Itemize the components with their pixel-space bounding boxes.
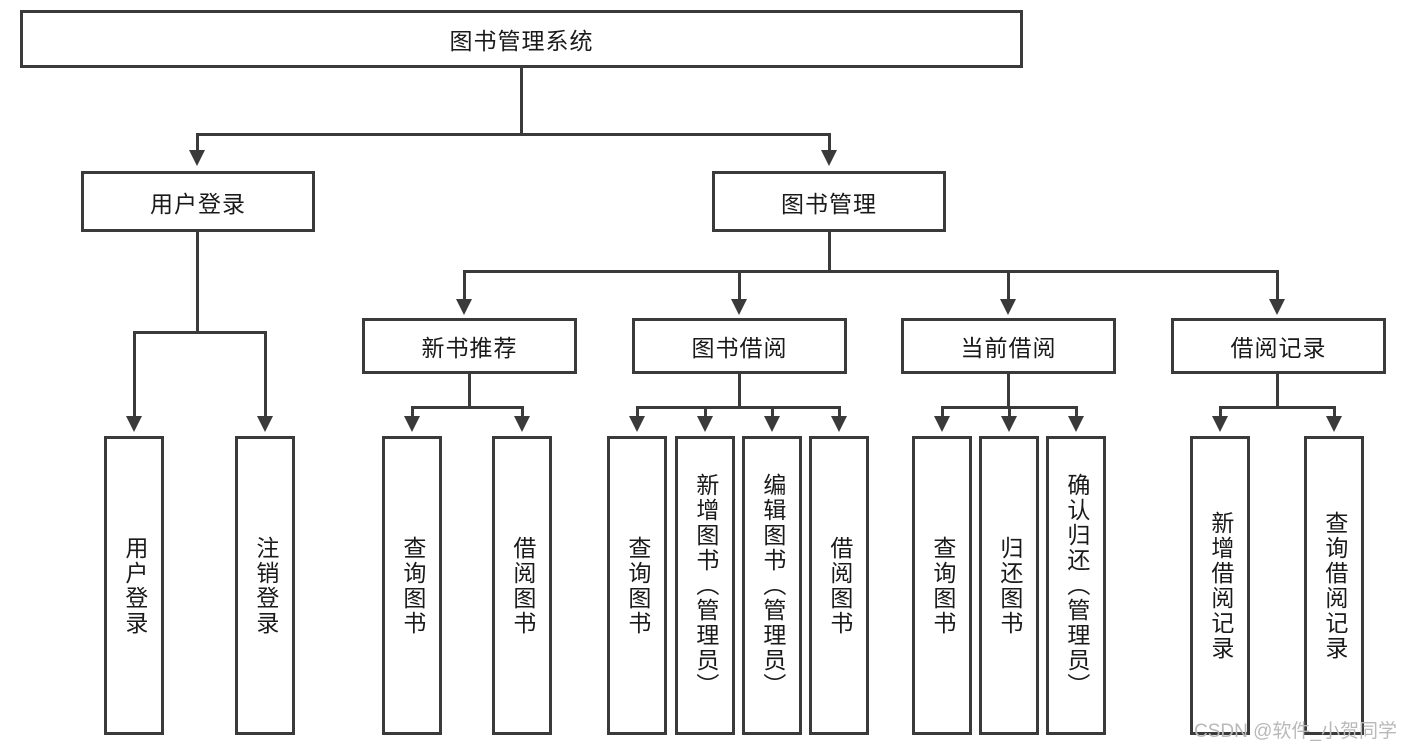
connector-borrow-record-leaf-1 bbox=[1219, 406, 1222, 419]
connector-borrow-record-bar bbox=[1219, 406, 1336, 409]
arrow-borrow-record-leaf-1 bbox=[1212, 416, 1228, 432]
connector-book-management-stem bbox=[828, 232, 831, 272]
arrow-book-borrow-leaf-4 bbox=[831, 416, 847, 432]
arrow-borrow-record-leaf-2 bbox=[1326, 416, 1342, 432]
arrow-to-book-borrow bbox=[731, 299, 747, 315]
connector-book-management-bar bbox=[463, 270, 1279, 273]
arrow-user-login-leaf-2 bbox=[257, 416, 273, 432]
leaf-book-borrow-add-book-admin[interactable]: 新增图书（管理员） bbox=[675, 436, 735, 735]
connector-current-borrow-stem bbox=[1007, 374, 1010, 408]
connector-new-book-leaf-2 bbox=[521, 406, 524, 419]
node-label: 借阅图书 bbox=[509, 535, 536, 636]
node-root-book-management-system[interactable]: 图书管理系统 bbox=[20, 10, 1023, 68]
connector-user-login-bar bbox=[133, 331, 267, 334]
connector-borrow-record-leaf-2 bbox=[1333, 406, 1336, 419]
arrow-book-borrow-leaf-1 bbox=[629, 416, 645, 432]
connector-book-borrow-leaf-2 bbox=[704, 406, 707, 419]
arrow-new-book-leaf-1 bbox=[404, 416, 420, 432]
node-label: 查询图书 bbox=[929, 535, 956, 636]
csdn-watermark: CSDN @软件_小贺同学 bbox=[1194, 721, 1397, 742]
leaf-current-borrow-query-book[interactable]: 查询图书 bbox=[912, 436, 972, 735]
arrow-to-new-book-recommend bbox=[456, 299, 472, 315]
node-label: 新书推荐 bbox=[421, 335, 518, 361]
node-book-management[interactable]: 图书管理 bbox=[712, 171, 946, 232]
connector-new-book-leaf-1 bbox=[411, 406, 414, 419]
arrow-to-borrow-record bbox=[1269, 299, 1285, 315]
connector-book-borrow-leaf-1 bbox=[636, 406, 639, 419]
node-label: 新增借阅记录 bbox=[1207, 510, 1234, 661]
leaf-user-login-login[interactable]: 用户登录 bbox=[104, 436, 164, 735]
leaf-book-borrow-query-book[interactable]: 查询图书 bbox=[607, 436, 667, 735]
connector-book-borrow-bar bbox=[636, 406, 841, 409]
connector-root-stem bbox=[520, 68, 523, 135]
leaf-borrow-record-add-record[interactable]: 新增借阅记录 bbox=[1190, 436, 1250, 735]
connector-bm-to-borrow-record bbox=[1276, 270, 1279, 302]
arrow-book-borrow-leaf-2 bbox=[697, 416, 713, 432]
arrow-user-login-leaf-1 bbox=[126, 416, 142, 432]
arrow-current-borrow-leaf-2 bbox=[1001, 416, 1017, 432]
node-label: 图书管理系统 bbox=[449, 28, 594, 54]
node-label: 归还图书 bbox=[996, 535, 1023, 636]
arrow-current-borrow-leaf-1 bbox=[934, 416, 950, 432]
arrow-to-user-login bbox=[189, 150, 205, 166]
node-label: 查询借阅记录 bbox=[1321, 510, 1348, 661]
connector-book-borrow-leaf-4 bbox=[838, 406, 841, 419]
arrow-book-borrow-leaf-3 bbox=[764, 416, 780, 432]
node-label: 图书借阅 bbox=[691, 335, 788, 361]
connector-book-borrow-stem bbox=[738, 374, 741, 408]
leaf-new-book-borrow-book[interactable]: 借阅图书 bbox=[492, 436, 552, 735]
node-label: 用户登录 bbox=[121, 535, 148, 636]
connector-user-login-leaf-2 bbox=[264, 331, 267, 419]
connector-new-book-bar bbox=[411, 406, 524, 409]
connector-root-bar bbox=[196, 133, 831, 136]
connector-bm-to-current-borrow bbox=[1007, 270, 1010, 302]
node-user-login[interactable]: 用户登录 bbox=[81, 171, 315, 232]
node-label: 注销登录 bbox=[252, 535, 279, 636]
node-current-borrow[interactable]: 当前借阅 bbox=[901, 318, 1116, 374]
node-label: 用户登录 bbox=[150, 190, 246, 217]
connector-user-login-leaf-1 bbox=[133, 331, 136, 419]
leaf-book-borrow-borrow-book[interactable]: 借阅图书 bbox=[809, 436, 869, 735]
connector-root-to-book-management bbox=[828, 133, 831, 153]
connector-root-to-user-login bbox=[196, 133, 199, 153]
connector-user-login-stem bbox=[196, 232, 199, 333]
leaf-current-borrow-return-book[interactable]: 归还图书 bbox=[979, 436, 1039, 735]
node-label: 借阅图书 bbox=[826, 535, 853, 636]
arrow-to-book-management bbox=[821, 150, 837, 166]
leaf-book-borrow-edit-book-admin[interactable]: 编辑图书（管理员） bbox=[742, 436, 802, 735]
connector-borrow-record-stem bbox=[1276, 374, 1279, 408]
node-book-borrow[interactable]: 图书借阅 bbox=[632, 318, 847, 374]
connector-book-borrow-leaf-3 bbox=[771, 406, 774, 419]
arrow-to-current-borrow bbox=[1000, 299, 1016, 315]
node-label: 查询图书 bbox=[624, 535, 651, 636]
node-label: 编辑图书（管理员） bbox=[759, 473, 786, 698]
node-label: 借阅记录 bbox=[1230, 335, 1327, 361]
leaf-borrow-record-query-record[interactable]: 查询借阅记录 bbox=[1304, 436, 1364, 735]
node-label: 查询图书 bbox=[399, 535, 426, 636]
connector-current-borrow-leaf-2 bbox=[1008, 406, 1011, 419]
connector-new-book-stem bbox=[468, 374, 471, 408]
leaf-new-book-query-book[interactable]: 查询图书 bbox=[382, 436, 442, 735]
node-new-book-recommend[interactable]: 新书推荐 bbox=[362, 318, 577, 374]
leaf-current-borrow-confirm-return-admin[interactable]: 确认归还（管理员） bbox=[1046, 436, 1106, 735]
arrow-new-book-leaf-2 bbox=[514, 416, 530, 432]
node-label: 确认归还（管理员） bbox=[1063, 473, 1090, 698]
node-label: 当前借阅 bbox=[960, 335, 1057, 361]
node-borrow-record[interactable]: 借阅记录 bbox=[1171, 318, 1386, 374]
connector-current-borrow-leaf-3 bbox=[1075, 406, 1078, 419]
arrow-current-borrow-leaf-3 bbox=[1068, 416, 1084, 432]
connector-current-borrow-leaf-1 bbox=[941, 406, 944, 419]
node-label: 图书管理 bbox=[781, 190, 877, 217]
leaf-user-login-logout[interactable]: 注销登录 bbox=[235, 436, 295, 735]
connector-bm-to-book-borrow bbox=[738, 270, 741, 302]
node-label: 新增图书（管理员） bbox=[692, 473, 719, 698]
connector-bm-to-new-book bbox=[463, 270, 466, 302]
